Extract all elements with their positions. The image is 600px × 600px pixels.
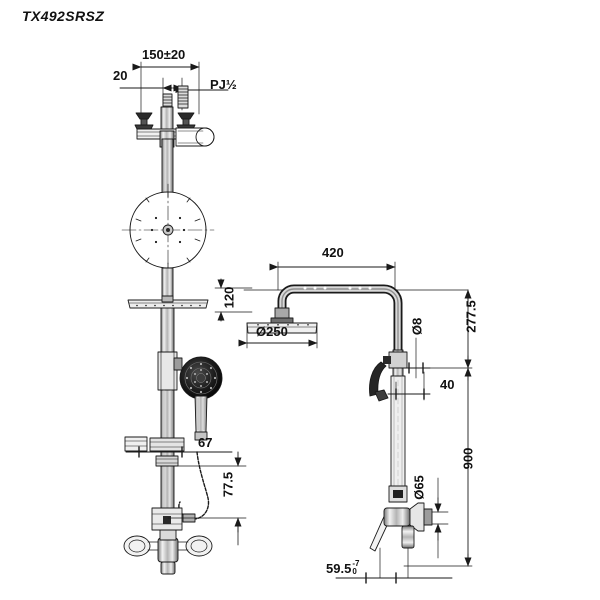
dim-label-upper-height: 277.5 <box>463 300 479 333</box>
shower-hose-front <box>178 451 210 520</box>
dim-head-dia-250 <box>238 322 318 349</box>
overhead-shower-plan <box>121 183 215 277</box>
mixer-valve-side <box>369 485 433 552</box>
dim-head-height-120 <box>214 278 253 322</box>
dim-chain-right <box>403 289 473 567</box>
dim-label-head-dia: Ø250 <box>256 324 288 339</box>
dim-label-drop: 77.5 <box>220 471 236 498</box>
dim-hose-port-8 <box>404 337 431 379</box>
handshower-holder-front <box>173 357 183 371</box>
page-title: TX492SRSZ <box>22 8 105 24</box>
dim-label-holder-offset: 40 <box>440 377 455 392</box>
front-riser-upper <box>161 267 174 299</box>
overhead-shower-mount-side <box>270 307 294 324</box>
inlet-nipple-right <box>177 85 189 109</box>
dim-drop-77p5 <box>167 451 247 546</box>
dim-label-escutcheon: Ø65 <box>411 475 427 500</box>
dim-label-offset: 20 <box>113 68 128 83</box>
outlet-spout-plan <box>175 127 215 147</box>
dim-label-spread: 150±20 <box>142 47 186 62</box>
handle-left <box>134 112 154 130</box>
dim-bracket-67 <box>125 446 233 458</box>
overhead-shower-head-side <box>246 322 318 334</box>
handshower-holder-side <box>383 351 408 369</box>
front-coupling <box>155 455 179 467</box>
dim-escutcheon-65 <box>431 477 449 559</box>
dim-holder-40 <box>387 371 431 401</box>
dim-arm-420 <box>269 261 396 291</box>
dim-label-lower-height: 900 <box>460 447 476 470</box>
dim-base-59p5 <box>335 547 453 584</box>
mixer-valve-front <box>123 507 213 575</box>
dim-label-hose-port: Ø8 <box>409 317 425 336</box>
hand-shower-side <box>369 361 389 402</box>
dim-base-tol-lower: 0 <box>352 567 357 577</box>
front-diverter-block <box>124 436 185 452</box>
dim-label-arm: 420 <box>322 245 344 260</box>
handle-right <box>176 112 196 130</box>
front-elevation-view <box>123 267 253 575</box>
dim-base-tol-upper: -7 <box>352 559 360 568</box>
overhead-shower-front <box>127 295 209 309</box>
shower-arm <box>277 284 403 350</box>
dim-base-value: 59.5 <box>326 560 352 576</box>
front-column <box>157 307 178 511</box>
top-view-inlet-assembly <box>119 61 229 218</box>
dim-offset-20 <box>119 77 183 111</box>
hand-shower-front <box>179 356 223 441</box>
dim-label-head-height: 120 <box>221 286 237 309</box>
side-riser <box>390 349 406 487</box>
side-elevation-view <box>238 261 473 584</box>
dim-label-thread: PJ½ <box>210 77 237 92</box>
dim-label-bracket: 67 <box>198 435 213 450</box>
